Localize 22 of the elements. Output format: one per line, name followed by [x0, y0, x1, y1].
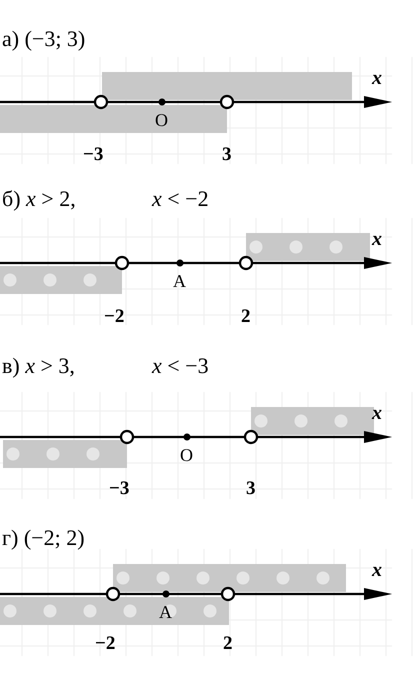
axis-label: x	[372, 403, 382, 423]
tick-label: 2	[241, 307, 250, 326]
exercise-answer: г) (−2; 2)	[2, 527, 85, 549]
point-label: A	[173, 272, 186, 290]
point-label: O	[155, 111, 168, 129]
point-label: A	[159, 603, 172, 621]
point-label: O	[180, 446, 193, 464]
tick-label: −3	[83, 145, 104, 164]
tick-label: −3	[109, 479, 130, 498]
axis-label: x	[372, 560, 382, 580]
exercise-answer: б) x > 2,	[2, 188, 76, 210]
tick-label: 2	[223, 634, 232, 653]
exercise-answer: а) (−3; 3)	[2, 28, 86, 50]
axis-label: x	[372, 229, 382, 249]
tick-label: −2	[95, 634, 116, 653]
tick-label: 3	[222, 145, 232, 164]
axis-label: x	[372, 68, 382, 88]
tick-label: 3	[246, 479, 256, 498]
exercise-answer: x < −2	[152, 188, 209, 210]
tick-label: −2	[104, 307, 124, 326]
exercise-answer: в) x > 3,	[2, 355, 75, 377]
exercise-answer: x < −3	[152, 355, 209, 377]
